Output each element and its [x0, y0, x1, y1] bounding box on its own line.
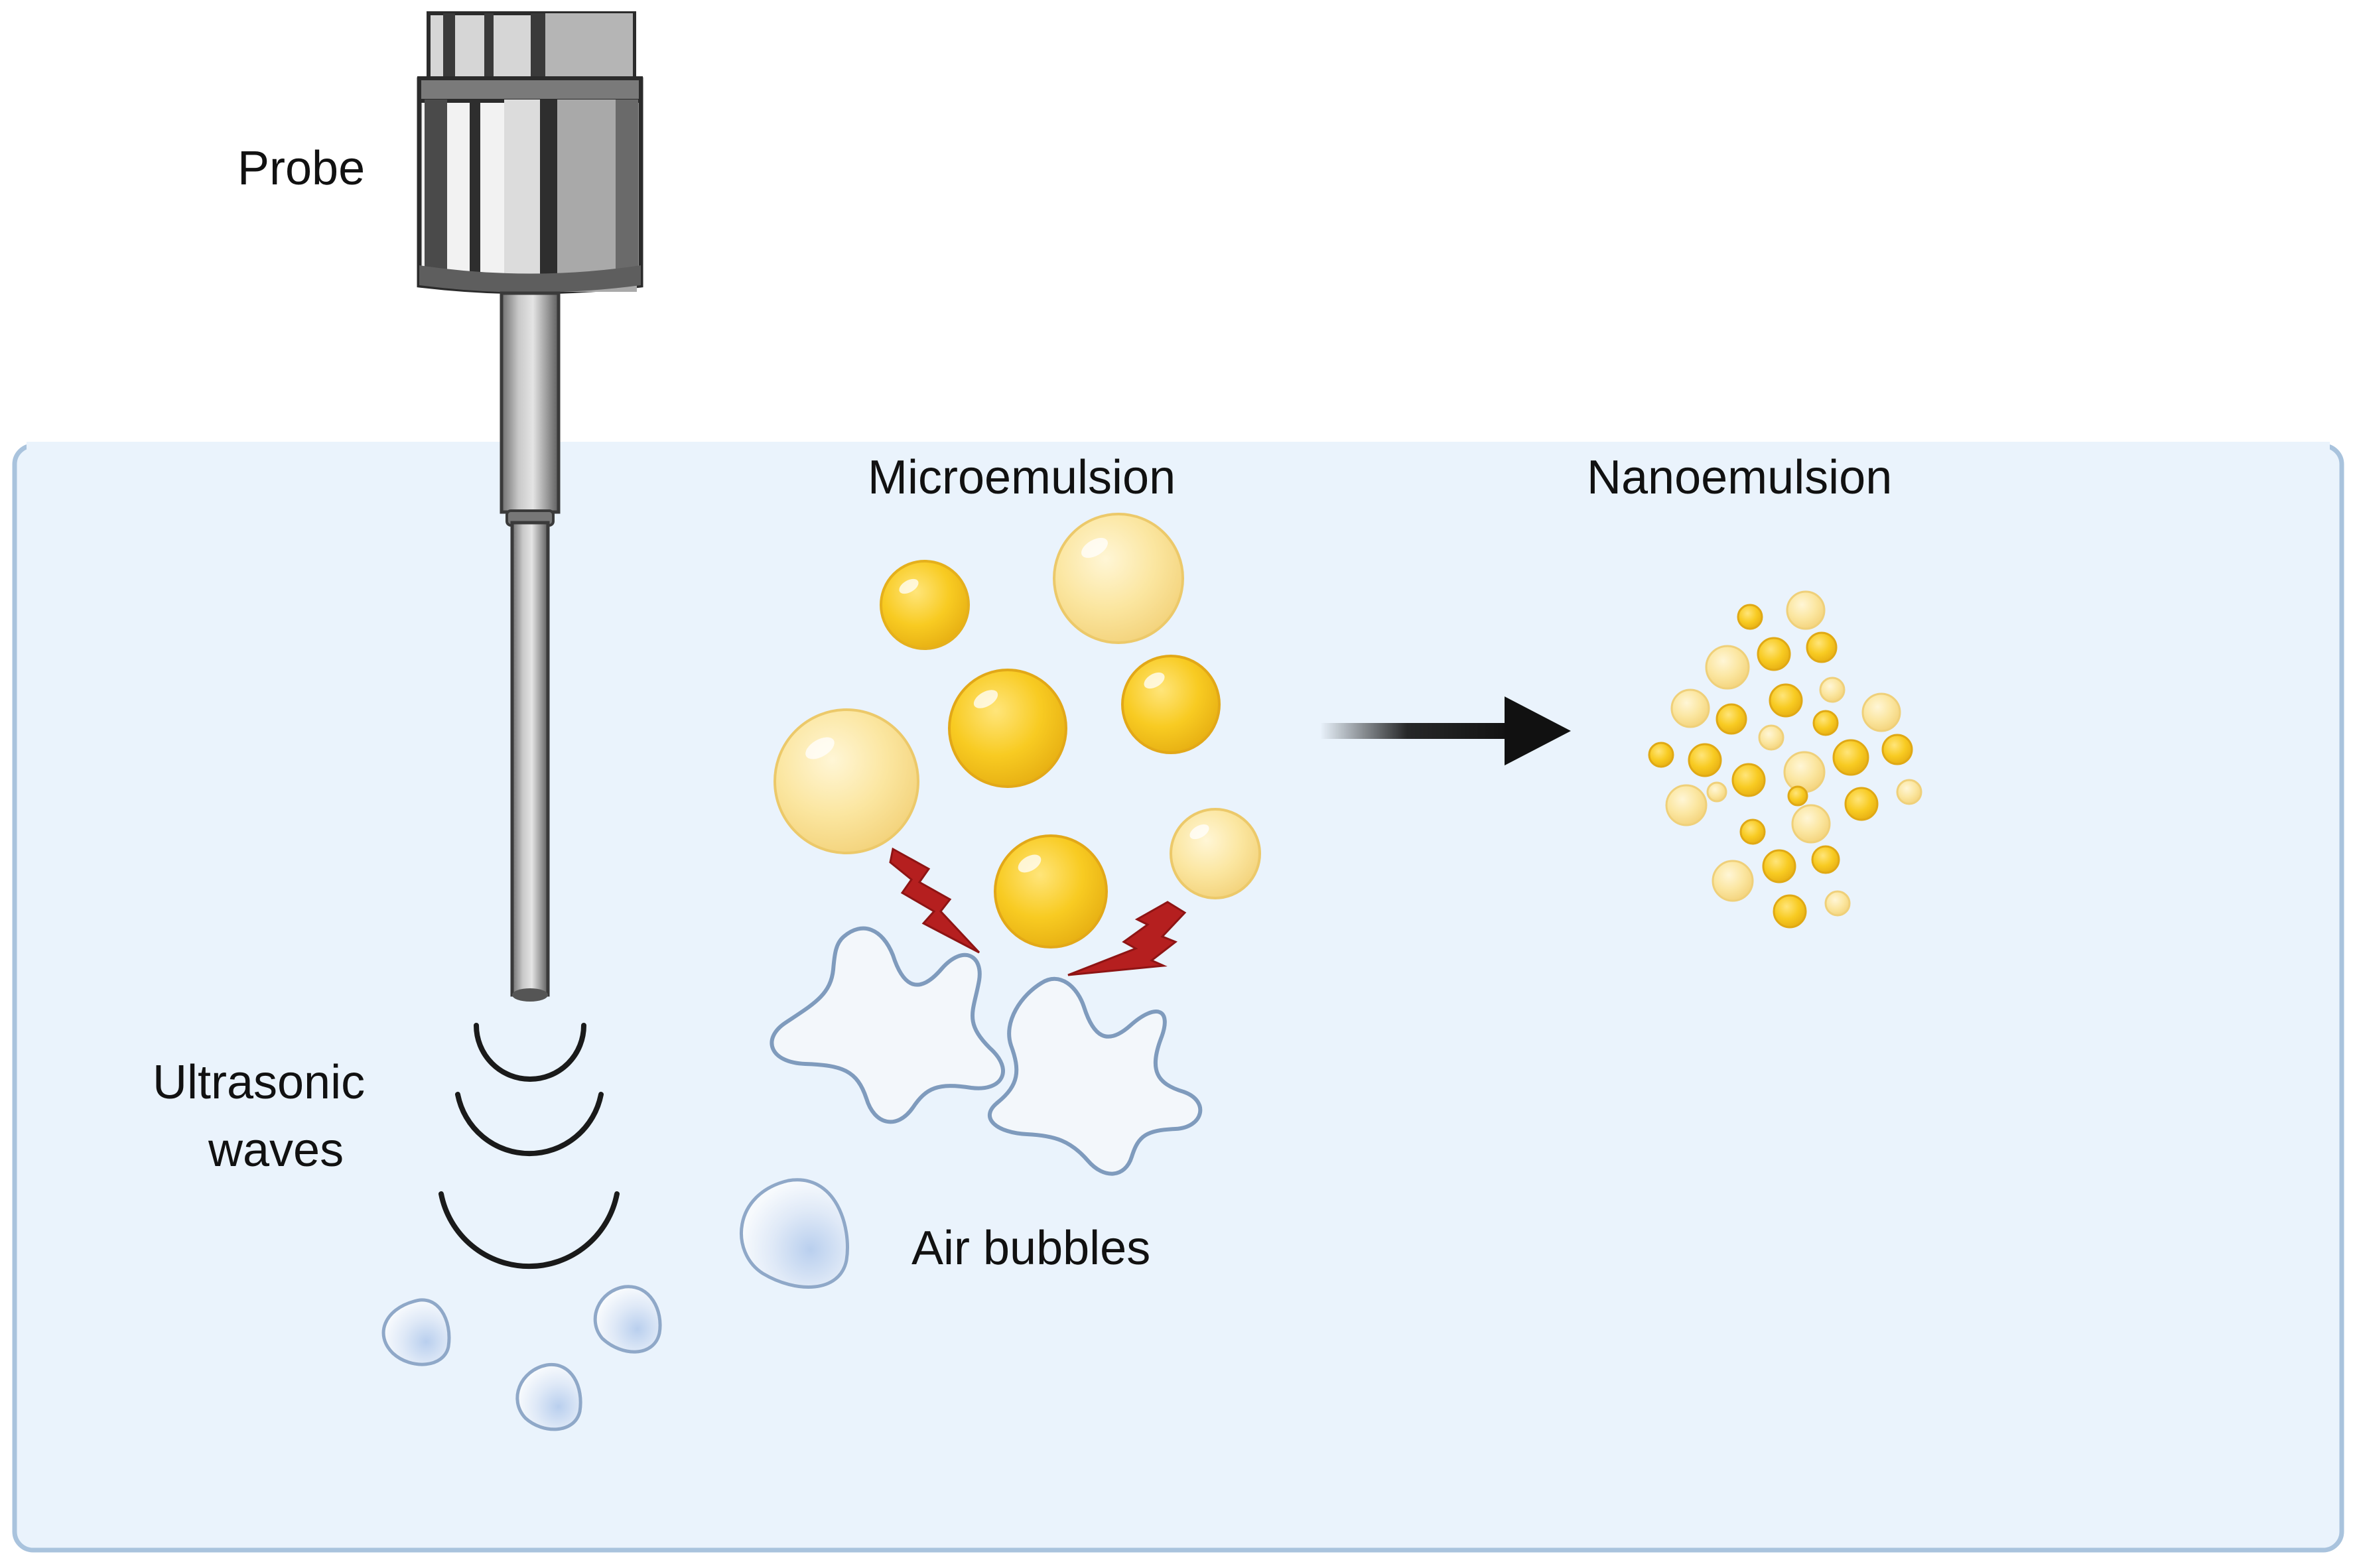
nano-droplet: [1705, 645, 1750, 690]
nano-droplet: [1731, 763, 1766, 797]
label-air-bubbles: Air bubbles: [911, 1222, 1150, 1275]
nano-droplet: [1769, 683, 1803, 718]
label-ultrasonic-line2: waves: [208, 1124, 344, 1177]
nano-droplet: [1811, 845, 1840, 874]
air-bubble-right: [987, 976, 1203, 1176]
nano-droplet: [1758, 724, 1784, 751]
microemulsion-droplets: [774, 513, 1261, 948]
lightning-bolt-right: [1067, 901, 1187, 976]
nano-droplet: [1773, 894, 1807, 929]
bubble-icon: [593, 1285, 662, 1354]
liquid-surface: [27, 442, 2330, 450]
nano-droplet: [1861, 692, 1901, 732]
bubble-icon: [381, 1298, 451, 1366]
label-probe: Probe: [237, 142, 365, 195]
air-bubble-shapes: [770, 926, 1203, 1176]
nano-droplet: [1844, 787, 1879, 821]
lightning-bolt-icon: [889, 847, 1187, 976]
air-bubble-left: [770, 926, 1005, 1124]
nano-droplet: [1706, 781, 1727, 803]
right-arrow-icon: [1320, 696, 1571, 765]
label-microemulsion: Microemulsion: [868, 451, 1176, 504]
droplet: [1121, 655, 1221, 754]
wave-arc-small: [474, 1023, 586, 1082]
bubble-icon: [515, 1362, 582, 1431]
cavitation-bubbles: [381, 1178, 849, 1431]
nano-droplet: [1688, 743, 1722, 777]
nano-droplet: [1786, 590, 1826, 630]
label-nanoemulsion: Nanoemulsion: [1587, 451, 1892, 504]
nano-droplet: [1739, 818, 1766, 845]
ultrasonic-wave-arcs: [438, 1023, 620, 1270]
droplet: [1170, 808, 1261, 899]
label-ultrasonic-line1: Ultrasonic: [153, 1056, 365, 1109]
droplet: [948, 669, 1067, 788]
nano-droplet: [1896, 779, 1922, 805]
nano-droplet: [1812, 710, 1839, 736]
nano-droplet: [1716, 703, 1747, 735]
nano-droplet: [1757, 637, 1791, 671]
droplet: [994, 834, 1108, 948]
nano-droplet: [1806, 631, 1838, 663]
nano-droplet: [1824, 890, 1851, 917]
nano-droplet: [1665, 784, 1708, 826]
nano-droplet: [1648, 742, 1674, 768]
wave-arc-medium: [455, 1092, 604, 1157]
wave-arc-large: [438, 1191, 620, 1270]
sonicator-probe-icon: [417, 11, 643, 1002]
nano-droplet: [1787, 785, 1808, 807]
droplet: [1053, 513, 1184, 644]
liquid-container: [12, 443, 2344, 1553]
nano-droplet: [1670, 688, 1710, 728]
nano-droplet: [1737, 604, 1763, 630]
nano-droplet: [1762, 849, 1796, 883]
nano-droplet: [1819, 677, 1846, 703]
nanoemulsion-droplets: [1648, 590, 1922, 929]
nano-droplet: [1791, 804, 1831, 844]
droplet: [880, 560, 970, 650]
bubble-icon: [740, 1178, 849, 1289]
nano-droplet: [1712, 860, 1754, 902]
lightning-bolt-left: [889, 847, 980, 954]
nano-droplet: [1783, 751, 1826, 793]
droplet: [774, 708, 919, 854]
nano-droplet: [1881, 734, 1913, 765]
nano-droplet: [1832, 739, 1869, 776]
